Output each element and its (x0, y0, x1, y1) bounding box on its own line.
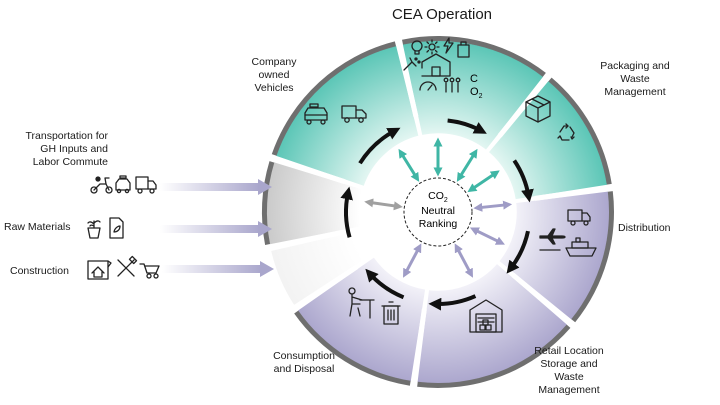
segment-divider (534, 184, 615, 201)
segment-retail-rim (417, 324, 571, 388)
truck-icon (135, 176, 157, 194)
label-input-raw: Raw Materials (4, 221, 71, 233)
plant-pot-icon (87, 220, 101, 239)
center-spoke-arrow (454, 243, 473, 278)
cycle-arrows (340, 118, 534, 311)
airplane-icon (539, 228, 566, 245)
input-arrow-construction (162, 261, 274, 277)
gauge-icon (419, 81, 437, 91)
center-circle (403, 177, 473, 247)
segment-inputs-bottom (269, 228, 374, 307)
center-neutral: Neutral (421, 205, 455, 217)
sun-icon (424, 39, 440, 55)
segment-packaging-rim (548, 77, 612, 185)
operation-co2-c: C (470, 73, 478, 85)
center-co2: CO2 (428, 190, 448, 204)
cycle-arrow (358, 127, 401, 165)
diagram-title: CEA Operation (391, 6, 493, 23)
tools-icon (117, 255, 138, 277)
segment-divider (511, 273, 576, 329)
trash-bin-icon (381, 301, 401, 325)
warehouse-icon (469, 299, 503, 333)
cycle-arrow (340, 186, 353, 238)
greenhouse-icon (421, 53, 451, 77)
cycle-arrow (447, 118, 487, 134)
package-box-icon (525, 95, 551, 123)
segment-divider (267, 154, 346, 185)
taxi-icon (304, 103, 328, 125)
segment-divider (263, 229, 343, 252)
worker-desk-icon (348, 287, 375, 319)
label-input-construction: Construction (10, 265, 69, 277)
input-arrow-transport (160, 179, 272, 195)
operation-co2-o: O2 (470, 86, 483, 100)
center-spoke-arrow (469, 227, 505, 245)
cycle-arrow (512, 159, 534, 203)
segment-divider (497, 72, 552, 138)
recycle-icon (557, 123, 575, 141)
ship-icon (565, 237, 597, 257)
center-spoke-arrow (467, 170, 500, 193)
input-arrow-raw (160, 221, 272, 237)
cycle-arrow (365, 268, 405, 300)
input-arrows (160, 179, 274, 277)
center-spoke-arrow (398, 148, 420, 182)
taxi-small-icon (115, 175, 131, 194)
center-spokes (364, 137, 513, 278)
segment-rims (262, 36, 615, 389)
segment-divider (395, 37, 419, 118)
center-spoke-arrow (364, 198, 403, 211)
lightning-icon (443, 37, 454, 54)
center-spoke-arrow (403, 243, 422, 278)
fuel-can-icon (457, 41, 470, 58)
segment-divider (410, 308, 427, 389)
wheelbarrow-icon (139, 263, 160, 279)
segment-operation-rim (402, 36, 546, 77)
blueprint-house-icon (87, 260, 112, 280)
sprinkler-icon (403, 57, 421, 71)
segment-inputs-rim (262, 161, 275, 245)
cycle-arrow (506, 230, 530, 274)
center-spoke-arrow (456, 148, 478, 182)
scooter-icon (90, 176, 113, 194)
center-spoke-arrow (473, 200, 513, 212)
delivery-truck-icon-2 (567, 209, 591, 226)
delivery-truck-icon (341, 105, 367, 123)
label-distribution: Distribution (618, 222, 671, 234)
segment-distribution-rim (571, 191, 614, 323)
people-icon (443, 77, 461, 93)
cycle-arrow (428, 294, 477, 311)
segment-divider (289, 264, 359, 314)
light-bulb-icon (411, 40, 423, 55)
center-ranking: Ranking (419, 218, 458, 230)
document-icon (109, 217, 124, 239)
